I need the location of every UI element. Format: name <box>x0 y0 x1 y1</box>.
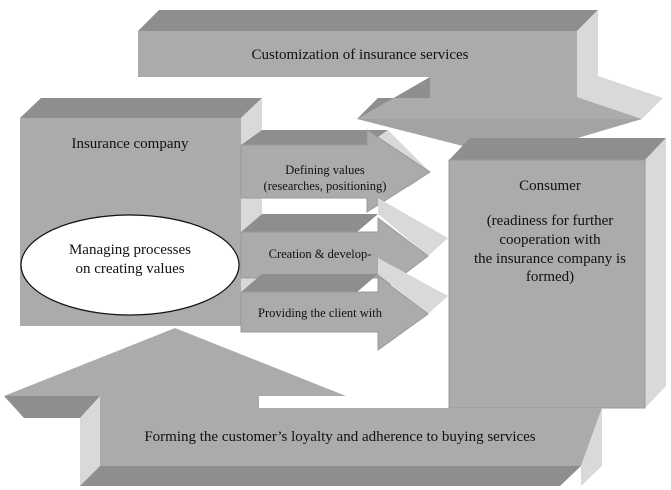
bottom-arrow-loyalty <box>4 328 602 486</box>
managing-processes-ellipse <box>20 214 240 316</box>
arrow-providing-client <box>240 258 448 351</box>
defining-values-label: Defining values(researches, positioning) <box>263 163 387 193</box>
providing-client-label: Providing the client with <box>258 306 382 320</box>
top-arrow-label: Customization of insurance services <box>251 47 469 63</box>
insurance-company-label: Insurance company <box>71 136 189 152</box>
consumer-box <box>448 138 666 409</box>
arrow-defining-values <box>240 129 431 213</box>
creation-development-label: Creation & develop- <box>268 247 372 261</box>
consumer-title: Consumer <box>519 178 581 194</box>
bottom-arrow-label: Forming the customer’s loyalty and adher… <box>144 429 536 445</box>
